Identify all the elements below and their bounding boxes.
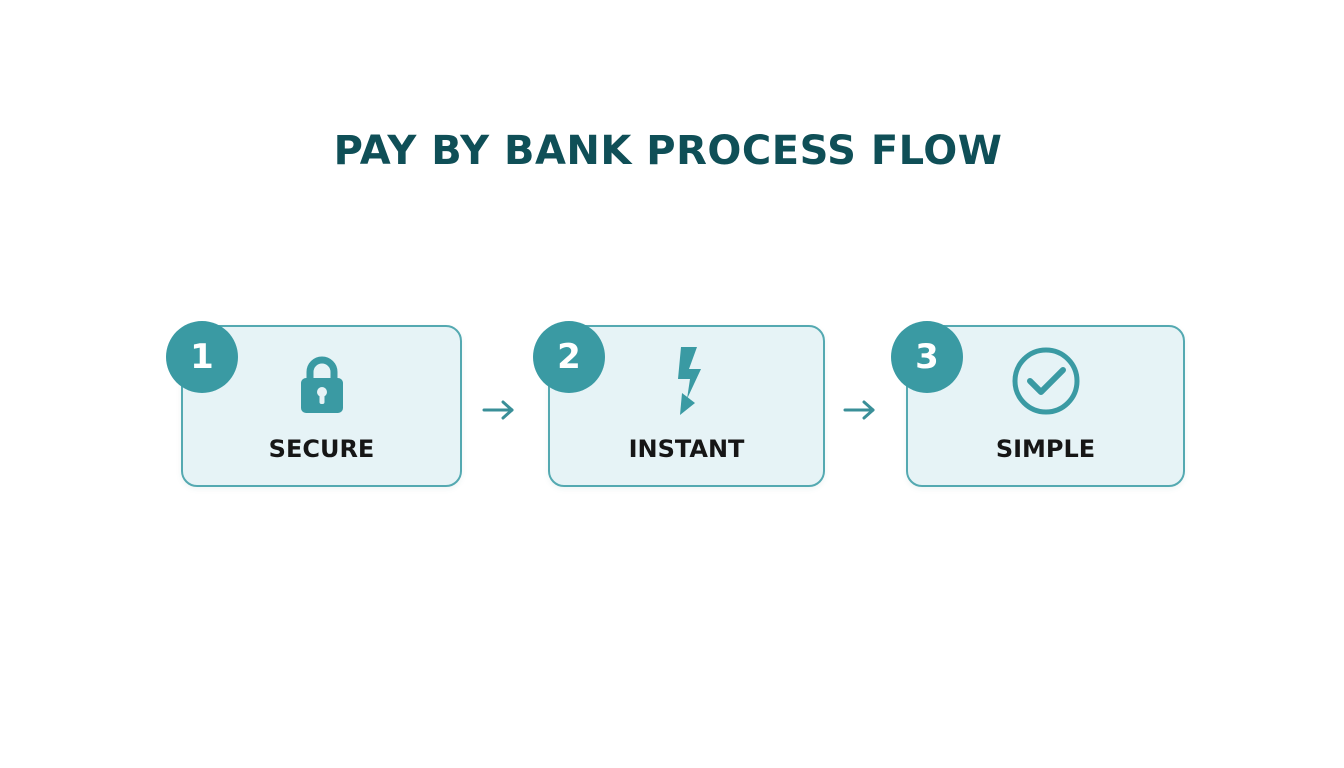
step-card-instant: 2 INSTANT	[533, 321, 825, 487]
step-card-secure: 1 SECURE	[166, 321, 462, 487]
step-card-simple: 3 SIMPLE	[891, 321, 1185, 487]
lightning-bolt-icon	[651, 345, 723, 417]
arrow-right-icon	[482, 396, 516, 424]
check-circle-icon	[1010, 345, 1082, 417]
step-label: SECURE	[268, 435, 375, 463]
arrow-right-icon	[843, 396, 877, 424]
step-label: SIMPLE	[995, 435, 1096, 463]
padlock-icon	[286, 345, 358, 417]
step-number-badge: 3	[891, 321, 963, 393]
step-number-badge: 1	[166, 321, 238, 393]
step-number-badge: 2	[533, 321, 605, 393]
step-label: INSTANT	[628, 435, 745, 463]
diagram-title: PAY BY BANK PROCESS FLOW	[333, 128, 1003, 174]
